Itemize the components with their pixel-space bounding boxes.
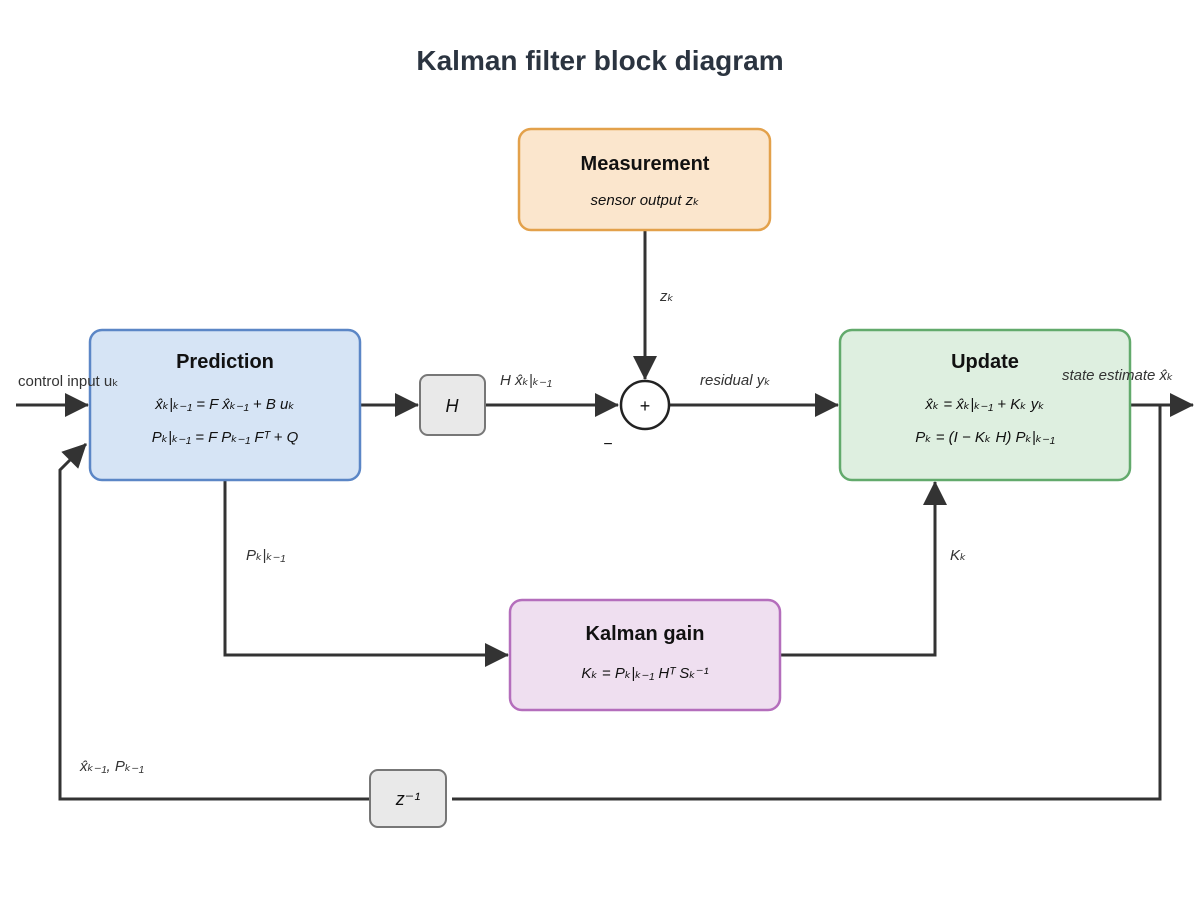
prediction-box: [88, 328, 362, 482]
summing-minus-sign: −: [603, 436, 612, 453]
feedback-label: x̂ₖ₋₁, Pₖ₋₁: [79, 758, 144, 775]
measurement-output-label: zₖ: [659, 288, 674, 305]
prediction-state-equation: x̂ₖ|ₖ₋₁ = F x̂ₖ₋₁ + B uₖ: [154, 396, 295, 413]
delay-block: z⁻¹: [369, 769, 447, 828]
h-operator-block: H: [419, 374, 486, 436]
update-block: Update x̂ₖ = x̂ₖ|ₖ₋₁ + Kₖ yₖ Pₖ = (I − K…: [838, 328, 1132, 482]
gain-to-update-arrow: [780, 481, 947, 657]
prediction-block: Prediction x̂ₖ|ₖ₋₁ = F x̂ₖ₋₁ + B uₖ Pₖ|ₖ…: [88, 328, 362, 482]
measurement-title: Measurement: [581, 153, 710, 175]
prediction-title: Prediction: [176, 351, 274, 373]
update-box: [838, 328, 1132, 482]
measurement-block: Measurement sensor output zₖ: [517, 127, 772, 232]
delay-box: [369, 769, 447, 828]
summing-junction: + −: [603, 379, 671, 453]
state-estimate-label: state estimate x̂ₖ: [1062, 367, 1173, 384]
kalman-gain-block: Kalman gain Kₖ = Pₖ|ₖ₋₁ Hᵀ Sₖ⁻¹: [508, 598, 782, 712]
summing-plus-sign: +: [640, 396, 651, 416]
covariance-arrow: [223, 480, 509, 667]
kalman-gain-equation: Kₖ = Pₖ|ₖ₋₁ Hᵀ Sₖ⁻¹: [581, 665, 708, 682]
h-operator-box: [419, 374, 486, 436]
delay-label: z⁻¹: [395, 789, 421, 809]
control-input-label: control input uₖ: [18, 373, 119, 390]
covariance-label: Pₖ|ₖ₋₁: [246, 547, 286, 564]
measurement-subtitle: sensor output zₖ: [591, 192, 700, 209]
diagram-title: Kalman filter block diagram: [416, 45, 783, 76]
measurement-box: [517, 127, 772, 232]
update-state-equation: x̂ₖ = x̂ₖ|ₖ₋₁ + Kₖ yₖ: [924, 396, 1044, 413]
prediction-covariance-equation: Pₖ|ₖ₋₁ = F Pₖ₋₁ Fᵀ + Q: [152, 429, 299, 446]
kalman-gain-box: [508, 598, 782, 712]
h-output-label: H x̂ₖ|ₖ₋₁: [500, 372, 552, 389]
feedback-wire-right: [452, 405, 1162, 801]
update-covariance-equation: Pₖ = (I − Kₖ H) Pₖ|ₖ₋₁: [915, 429, 1055, 446]
summing-junction-circle: [619, 379, 671, 431]
update-title: Update: [951, 351, 1019, 373]
residual-label: residual yₖ: [700, 372, 771, 389]
gain-output-label: Kₖ: [950, 547, 966, 564]
feedback-wire-left: [58, 442, 370, 801]
kalman-gain-title: Kalman gain: [586, 623, 705, 645]
h-operator-label: H: [446, 396, 460, 416]
